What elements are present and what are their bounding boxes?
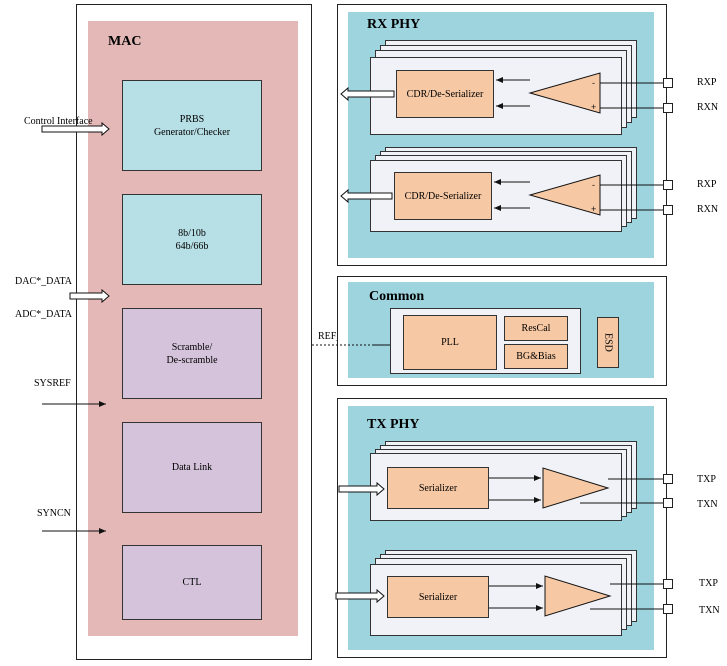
tx-lane-1-txp-pin bbox=[663, 474, 673, 484]
tx-lane-1-txp-label: TXP bbox=[697, 474, 716, 485]
rx-lane-1-cdr-label: CDR/De-Serializer bbox=[406, 88, 484, 100]
rx-lane-2-cdr-label: CDR/De-Serializer bbox=[404, 190, 482, 202]
bg-bias-label: BG&Bias bbox=[516, 351, 556, 362]
encoding-line1: 8b/10b bbox=[178, 227, 206, 239]
tx-lane-1-txn-pin bbox=[663, 498, 673, 508]
rx-lane-1-rxp-pin bbox=[663, 78, 673, 88]
tx-lane-1-txn-label: TXN bbox=[697, 499, 718, 510]
tx-lane-2-txp-pin bbox=[663, 579, 673, 589]
rx-lane-2-rxn-label: RXN bbox=[697, 204, 719, 215]
tx-lane-2-drv-label: Drv bbox=[561, 592, 577, 603]
control-interface-label: Control Interface bbox=[24, 116, 93, 127]
ctl-label: CTL bbox=[182, 577, 202, 588]
adc-data-label: ADC*_DATA bbox=[15, 309, 72, 320]
ctl-block: CTL bbox=[122, 545, 262, 620]
pll-label: PLL bbox=[441, 337, 459, 348]
sysref-label: SYSREF bbox=[34, 378, 71, 389]
tx-lane-1-serializer-label: Serializer bbox=[418, 482, 458, 494]
tx-lane-2-txn-label: TXN bbox=[699, 605, 720, 616]
encoding-block: 8b/10b 64b/66b bbox=[122, 194, 262, 285]
rx-lane-1-cdr-deserializer: CDR/De-Serializer bbox=[396, 70, 494, 118]
rx-lane-2-rxn-pin bbox=[663, 205, 673, 215]
tx-lane-2-txp-label: TXP bbox=[699, 578, 718, 589]
rx-lane-1-eq-label: EQ bbox=[566, 89, 581, 100]
syncn-label: SYNCN bbox=[37, 508, 71, 519]
rx-phy-title: RX PHY bbox=[367, 17, 421, 32]
rescal-label: ResCal bbox=[521, 323, 551, 334]
scramble-line2: De-scramble bbox=[166, 354, 218, 366]
rx-lane-1-rxn-pin bbox=[663, 103, 673, 113]
rx-lane-2-cdr-deserializer: CDR/De-Serializer bbox=[394, 172, 492, 220]
esd-block: ESD bbox=[597, 317, 619, 368]
tx-lane-2-serializer-label: Serializer bbox=[418, 591, 458, 603]
rx-lane-1-rxp-label: RXP bbox=[697, 77, 717, 88]
tx-lane-1-serializer: Serializer bbox=[387, 467, 489, 509]
data-link-label: Data Link bbox=[171, 462, 213, 473]
rx-lane-2-eq-label: EQ bbox=[566, 191, 581, 202]
tx-phy-title: TX PHY bbox=[367, 417, 420, 432]
scramble-line1: Scramble/ bbox=[171, 341, 213, 353]
mac-title: MAC bbox=[108, 34, 142, 49]
esd-label: ESD bbox=[602, 333, 614, 352]
tx-lane-2-txn-pin bbox=[663, 604, 673, 614]
rx-lane-1-rxn-label: RXN bbox=[697, 102, 719, 113]
prbs-block: PRBS Generator/Checker bbox=[122, 80, 262, 171]
bg-bias-block: BG&Bias bbox=[504, 344, 568, 369]
encoding-line2: 64b/66b bbox=[175, 240, 209, 252]
rx-lane-2-rxp-pin bbox=[663, 180, 673, 190]
rx-lane-2-rxp-label: RXP bbox=[697, 179, 717, 190]
data-link-block: Data Link bbox=[122, 422, 262, 513]
prbs-line1: PRBS bbox=[179, 113, 205, 125]
dac-data-label: DAC*_DATA bbox=[15, 276, 72, 287]
common-title: Common bbox=[369, 289, 425, 304]
prbs-line2: Generator/Checker bbox=[153, 126, 231, 138]
pll-block: PLL bbox=[403, 315, 497, 370]
tx-lane-1-drv-label: Drv bbox=[559, 486, 575, 497]
scramble-block: Scramble/ De-scramble bbox=[122, 308, 262, 399]
rescal-block: ResCal bbox=[504, 316, 568, 341]
tx-lane-2-serializer: Serializer bbox=[387, 576, 489, 618]
